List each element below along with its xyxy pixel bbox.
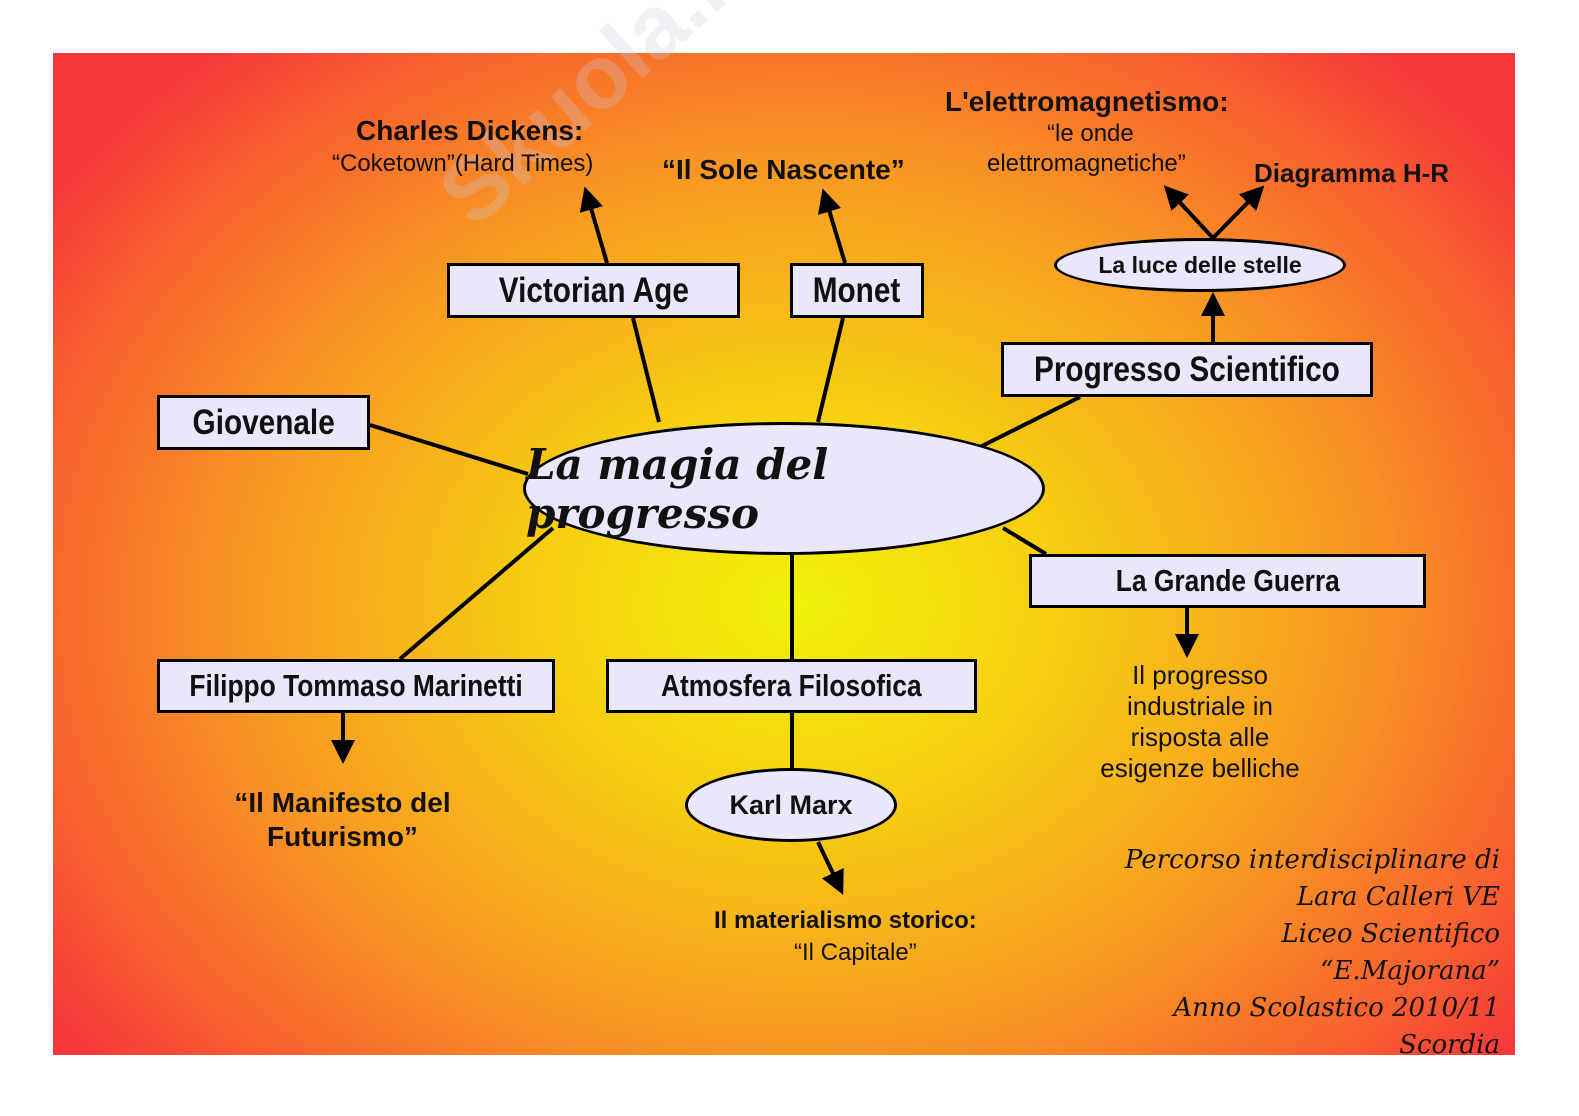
connector: [631, 317, 661, 423]
node-giovenale: Giovenale: [157, 395, 370, 450]
materialismo-title: Il materialismo storico:: [714, 907, 977, 934]
arrow: [1163, 185, 1215, 240]
elettromagnetismo-title: L'elettromagnetismo:: [945, 86, 1229, 117]
connector: [1001, 526, 1048, 556]
node-monet: Monet: [790, 263, 924, 318]
sole-nascente: “Il Sole Nascente”: [662, 154, 905, 185]
grande-guerra-text: Il progresso industriale in risposta all…: [1100, 660, 1300, 783]
node-marinetti: Filippo Tommaso Marinetti: [157, 659, 555, 713]
arrow: [579, 186, 609, 264]
connector: [398, 526, 555, 661]
arrow: [816, 841, 844, 895]
materialismo-sub: “Il Capitale”: [794, 939, 917, 966]
connector: [369, 423, 529, 476]
center-node: La magia del progresso: [523, 422, 1045, 555]
dickens-title: Charles Dickens:: [356, 115, 584, 146]
credits: Percorso interdisciplinare di Lara Calle…: [1124, 845, 1500, 1060]
elettromagnetismo-sub-2: elettromagnetiche”: [987, 150, 1186, 177]
connector: [816, 317, 845, 423]
arrow: [817, 188, 847, 264]
diagramma-hr: Diagramma H-R: [1254, 158, 1450, 188]
dickens-subtitle: “Coketown”(Hard Times): [332, 150, 594, 177]
node-grande-guerra: La Grande Guerra: [1029, 554, 1426, 608]
node-victorian-age: Victorian Age: [447, 263, 740, 318]
arrow: [1211, 185, 1265, 240]
manifesto-futurismo: “Il Manifesto del Futurismo”: [234, 787, 451, 852]
elettromagnetismo-sub-1: “le onde: [1047, 120, 1134, 147]
node-karl-marx: Karl Marx: [685, 768, 897, 842]
node-progresso-scientifico: Progresso Scientifico: [1001, 342, 1373, 397]
node-atmosfera-filosofica: Atmosfera Filosofica: [606, 659, 977, 713]
connector: [979, 395, 1081, 449]
node-luce-stelle: La luce delle stelle: [1054, 238, 1346, 292]
